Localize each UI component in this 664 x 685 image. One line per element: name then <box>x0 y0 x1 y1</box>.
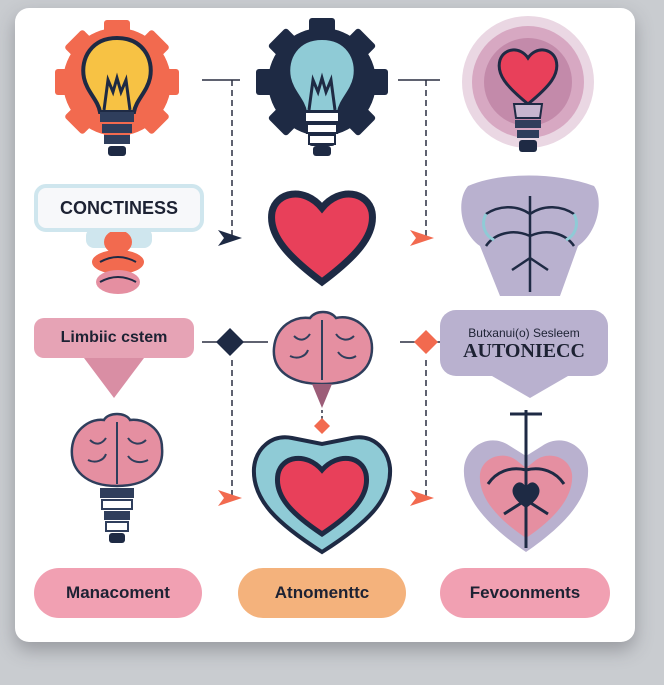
arrow-right-icon <box>218 230 242 246</box>
autonomic-bubble <box>440 310 608 398</box>
diamond-icon <box>414 330 438 354</box>
heart-icon <box>268 190 376 287</box>
limbic-label: Limbiic cstem <box>34 318 194 358</box>
autonomic-pill-label: Atnomenttc <box>274 583 370 602</box>
heart-shield-icon <box>251 435 393 555</box>
diamond-icon <box>216 328 244 356</box>
gear-heart-bulb-icon <box>462 16 594 152</box>
arrow-right-icon <box>218 490 242 506</box>
autonomic-label-small: Butxanui(o) Sesleem <box>468 325 580 340</box>
limbic-label-text: Limbiic cstem <box>60 329 168 346</box>
brain-lightbulb-icon <box>70 412 164 543</box>
gear-lightbulb-icon <box>55 20 179 156</box>
autonomic-pill: Atnomenttc <box>238 568 406 618</box>
limbic-bubble <box>34 318 194 398</box>
diamond-icon <box>314 418 330 434</box>
brain-icon <box>272 310 374 408</box>
heart-brain-icon <box>463 410 589 552</box>
management-pill-label: Manacoment <box>66 583 170 602</box>
autonomic-label: Butxanui(o) Sesleem AUTONIECC <box>440 312 608 376</box>
movements-pill: Fevoonments <box>440 568 610 618</box>
autonomic-label-large: AUTONIECC <box>463 339 585 362</box>
consciousness-label: CONCTINESS <box>34 184 204 232</box>
management-pill: Manacoment <box>34 568 202 618</box>
arrow-right-icon <box>410 490 434 506</box>
consciousness-label-text: CONCTINESS <box>59 197 178 218</box>
nervous-system-icon <box>461 175 599 296</box>
arrow-right-icon <box>410 230 434 246</box>
gear-lightbulb-icon <box>256 18 388 156</box>
brain-figure-icon <box>86 228 152 294</box>
movements-pill-label: Fevoonments <box>469 583 581 602</box>
